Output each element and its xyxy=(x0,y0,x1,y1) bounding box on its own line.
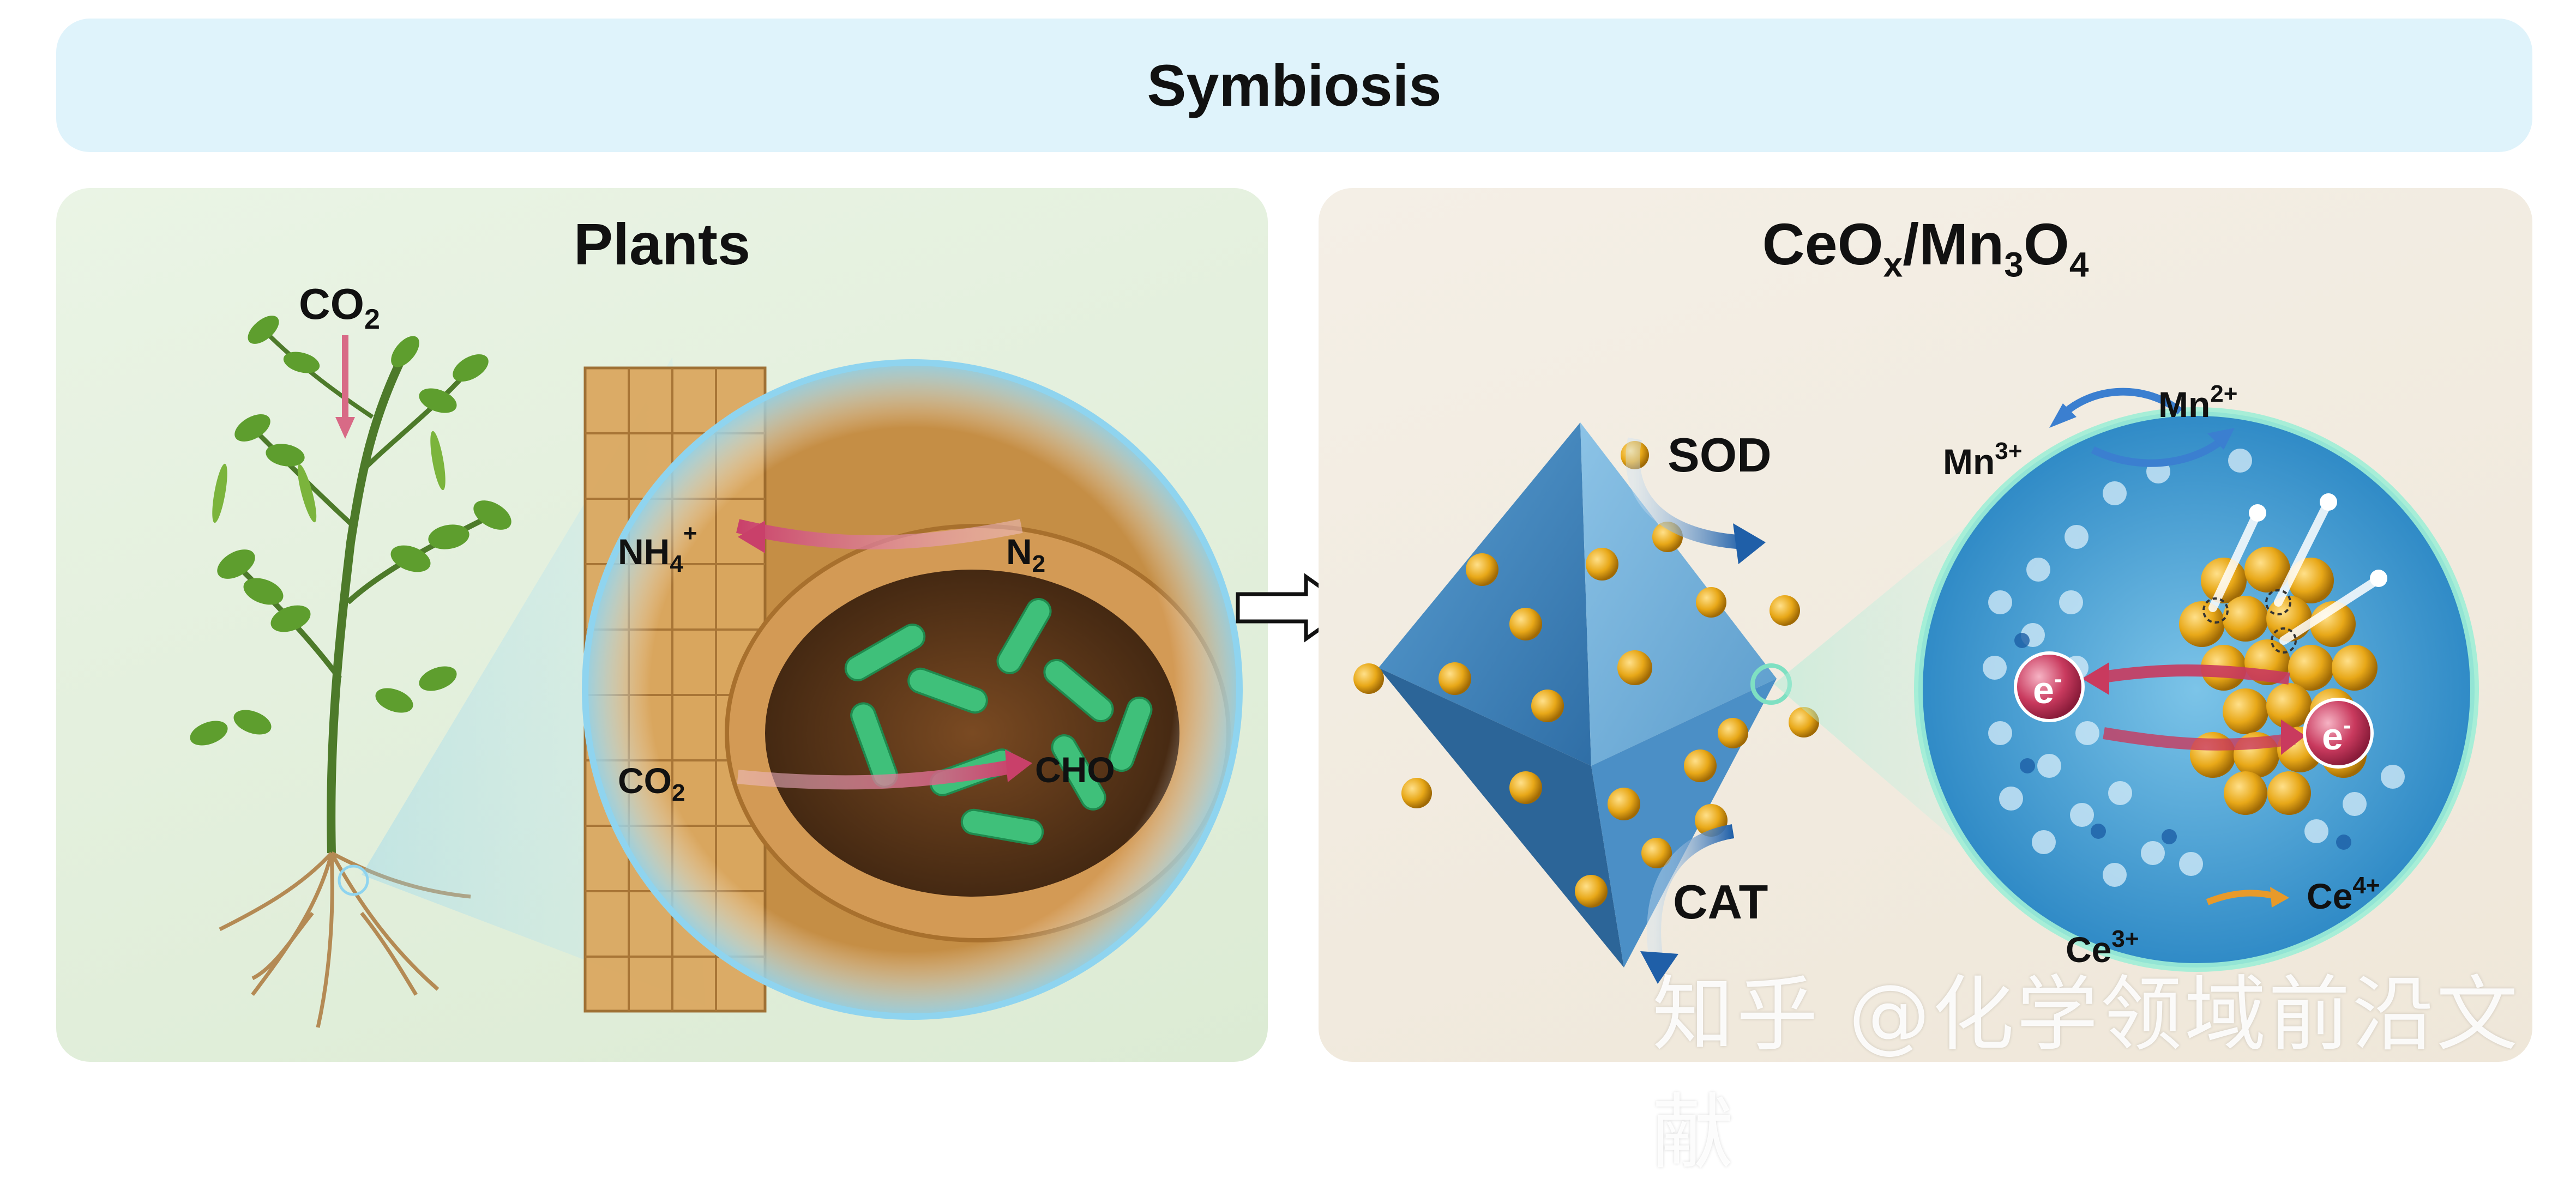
electron-arrow-out xyxy=(2092,664,2290,685)
sod-label: SOD xyxy=(1668,428,1772,482)
cho-label: CHO xyxy=(1035,749,1115,790)
banner-title: Symbiosis xyxy=(1147,52,1442,118)
electron-arrow-in xyxy=(2103,727,2296,751)
mn3-label: Mn3+ xyxy=(1943,438,2022,482)
nanozyme-panel: CeOx/Mn3O4 xyxy=(1319,188,2532,1062)
nanozyme-illustration: SOD CAT xyxy=(1353,380,2479,984)
electron-left: e- xyxy=(2014,651,2085,722)
ce4-label: Ce4+ xyxy=(2307,872,2380,916)
mn-cycle-arrow-bottom xyxy=(2091,436,2226,467)
co2-inner-label: CO2 xyxy=(618,760,685,806)
mn-cycle-arrow-top xyxy=(2057,388,2183,420)
sod-arrow xyxy=(1626,437,1744,549)
mn2-label: Mn2+ xyxy=(2158,380,2237,425)
symbiosis-banner: Symbiosis xyxy=(56,19,2532,152)
root-nodule-focus xyxy=(338,864,369,896)
svg-text:e-: e- xyxy=(2322,712,2351,758)
plants-title: Plants xyxy=(573,211,751,277)
n2-label: N2 xyxy=(1006,531,1045,577)
root-nodule-magnified xyxy=(582,359,1243,1020)
nanozyme-title: CeOx/Mn3O4 xyxy=(1762,211,2089,285)
octahedron-nanozyme xyxy=(1353,422,1819,968)
nh4-label: NH4+ xyxy=(618,520,697,577)
co2-to-cho-arrow xyxy=(737,759,1018,790)
electron-right: e- xyxy=(2303,698,2374,769)
surface-magnified xyxy=(1914,407,2479,972)
plants-illustration: CO2 xyxy=(190,280,1243,1028)
ce3-label: Ce3+ xyxy=(2066,926,2139,970)
cat-arrow xyxy=(1647,824,1735,964)
n2-to-nh4-arrow xyxy=(736,519,1023,549)
plants-panel: Plants xyxy=(56,188,1268,1062)
cat-label: CAT xyxy=(1673,875,1768,929)
watermark: 知乎 @化学领域前沿文献 xyxy=(1652,968,2520,1181)
plant xyxy=(190,316,511,1028)
svg-text:e-: e- xyxy=(2033,666,2062,711)
co2-leaf-label: CO2 xyxy=(299,280,380,335)
